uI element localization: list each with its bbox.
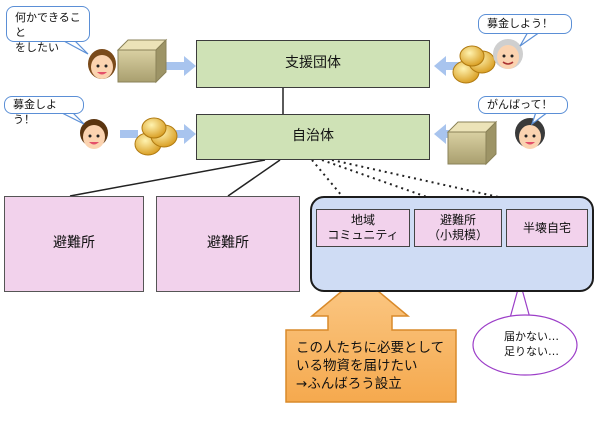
box-icon <box>116 38 168 84</box>
box-icon <box>446 120 498 166</box>
node-municipality: 自治体 <box>196 114 430 160</box>
link-municipality-damaged-home <box>331 159 549 209</box>
arrow-box-text: この人たちに必要として いる物資を届けたい →ふんばろう設立 <box>296 339 445 393</box>
callout-top-left: 何かできること をしたい <box>6 6 90 54</box>
callout-mid-left: 募金しよう！ <box>4 96 84 126</box>
not-enough-text: 届かない… 足りない… <box>504 330 559 359</box>
person-icon <box>493 39 523 69</box>
node-community: 地域 コミュニティ <box>316 209 410 247</box>
person-icon <box>88 49 116 79</box>
node-shelter-2: 避難所 <box>156 196 300 292</box>
node-small-shelter: 避難所 （小規模） <box>414 209 502 247</box>
link-municipality-shelter-1 <box>69 159 266 197</box>
flow-arrow-left-top <box>162 56 196 76</box>
coins-icon <box>134 117 178 156</box>
node-shelter-1: 避難所 <box>4 196 144 292</box>
orange-up-arrow <box>285 275 457 403</box>
link-municipality-shelter-2 <box>227 159 281 197</box>
node-support-group: 支援団体 <box>196 40 430 88</box>
node-damaged-home: 半壊自宅 <box>506 209 588 247</box>
callout-top-right: 募金しよう！ <box>478 14 572 34</box>
person-icon <box>515 118 545 149</box>
callout-tail <box>519 31 542 47</box>
person-icon <box>80 119 108 149</box>
not-enough-oval <box>472 314 578 376</box>
callout-tail <box>61 39 89 55</box>
callout-mid-right: がんばって！ <box>478 96 568 114</box>
flow-arrow-left-mid <box>120 124 196 144</box>
link-municipality-community <box>311 159 353 209</box>
coins-icon <box>452 45 496 84</box>
